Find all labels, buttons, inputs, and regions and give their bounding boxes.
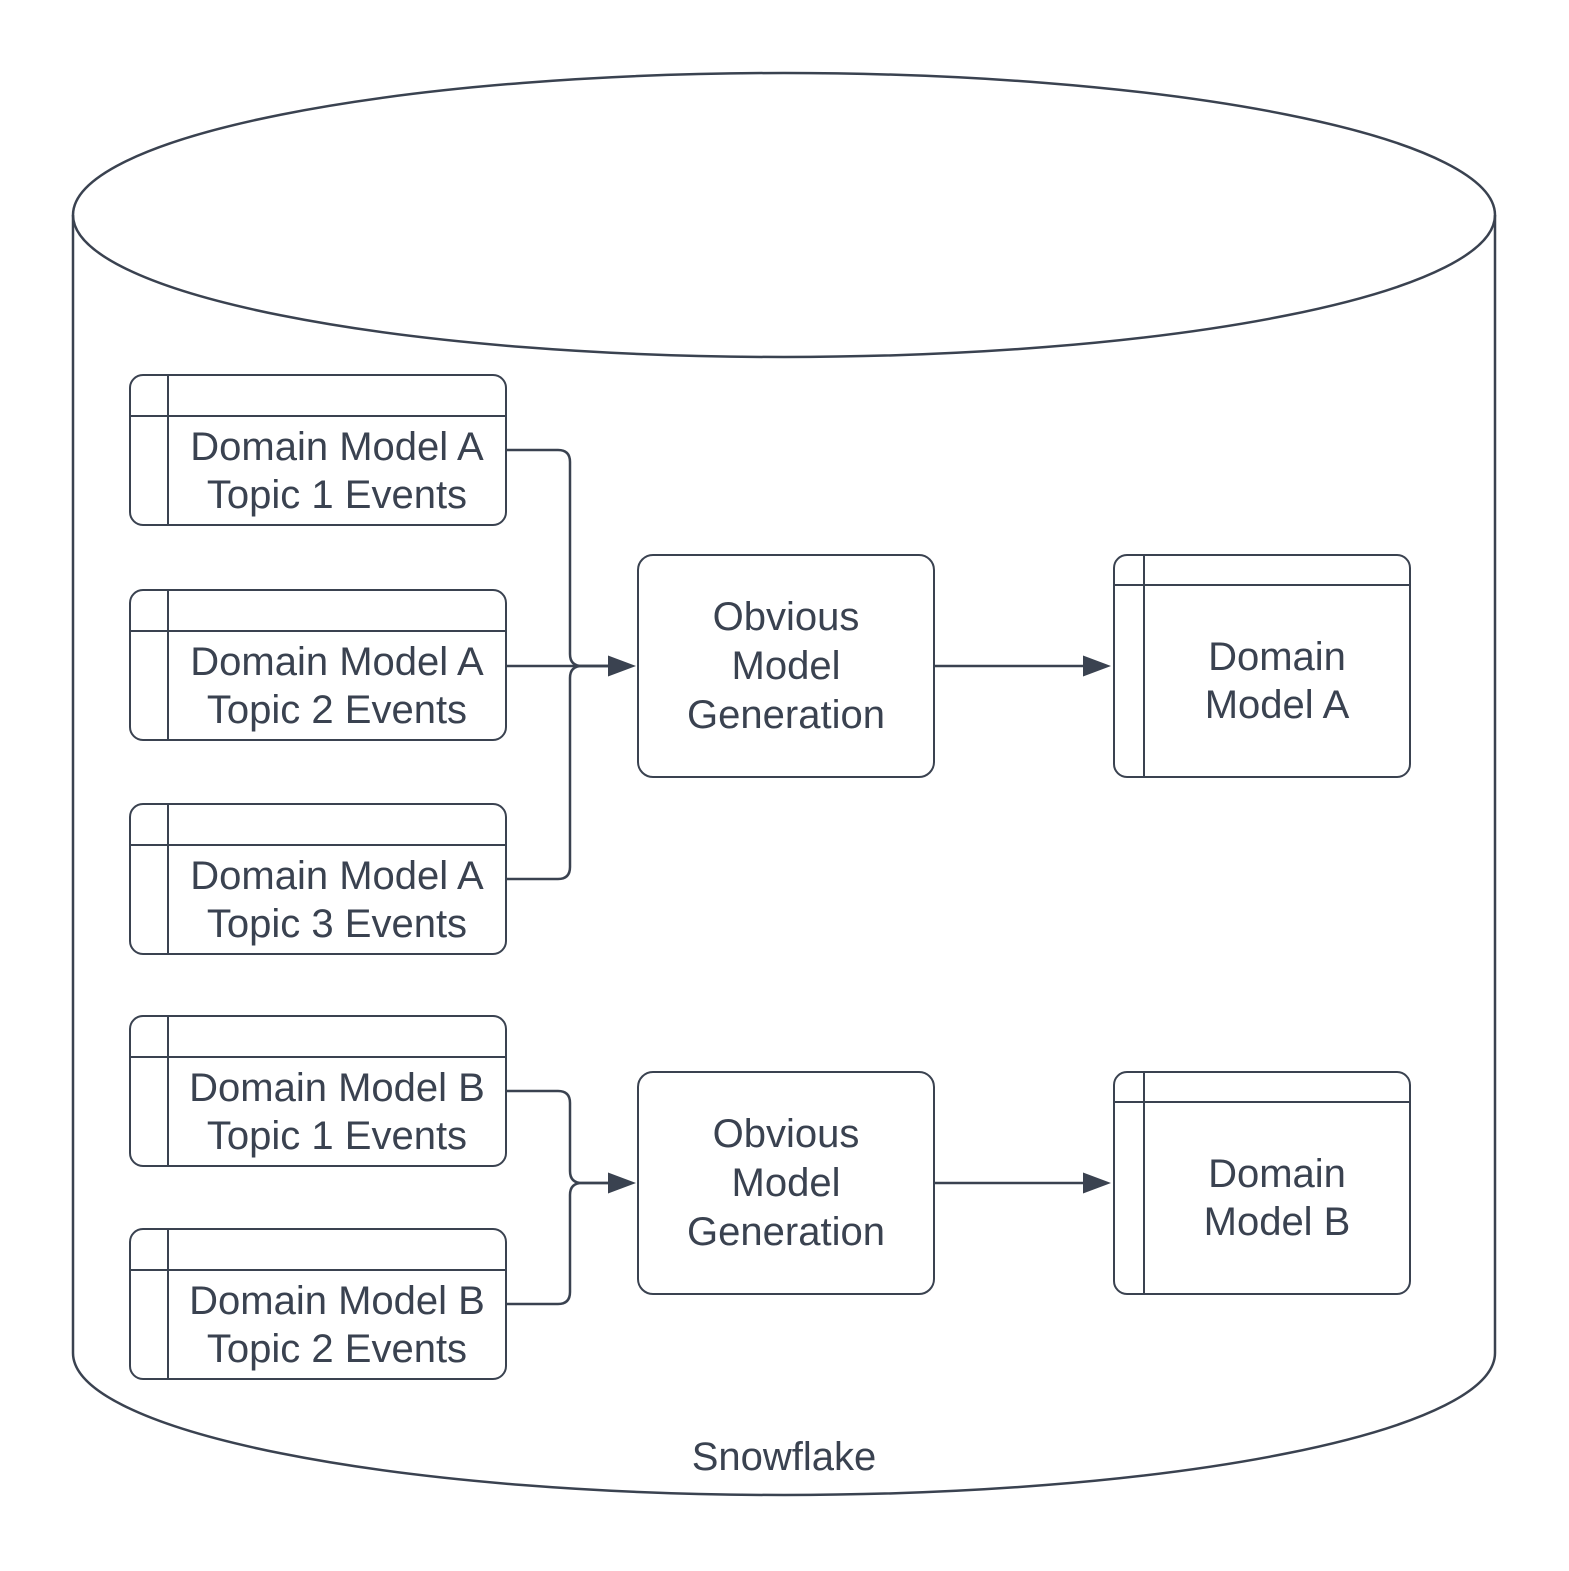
node-domain-model-a: Domain Model A xyxy=(1113,554,1411,778)
node-label-line: Domain Model A xyxy=(190,639,484,684)
cylinder-top-ellipse xyxy=(71,71,1497,359)
table-left-column-divider xyxy=(1143,556,1145,776)
node-label-line: Model A xyxy=(1204,683,1350,727)
table-header-divider xyxy=(131,1056,505,1058)
node-label-line: Domain xyxy=(1208,635,1346,679)
node-label-line: Obvious xyxy=(712,594,860,639)
cylinder-bottom-arc xyxy=(71,1352,1497,1497)
table-header-divider xyxy=(131,415,505,417)
table-left-column-divider xyxy=(1143,1073,1145,1293)
node-label-line: Topic 1 Events xyxy=(206,1113,468,1158)
node-label-line: Domain Model B xyxy=(189,1278,485,1323)
node-label: Domain Model A Topic 1 Events xyxy=(169,417,505,524)
node-label: Domain Model A Topic 3 Events xyxy=(169,846,505,953)
edge-a-into-model-arrowhead-icon xyxy=(1083,655,1111,677)
node-label-line: Topic 3 Events xyxy=(206,901,468,946)
node-label-line: Topic 2 Events xyxy=(206,1326,468,1371)
table-header-divider xyxy=(131,1269,505,1271)
node-label-line: Domain Model A xyxy=(190,424,484,469)
cylinder-label: Snowflake xyxy=(691,1435,877,1479)
edge-a-topic3-to-generation xyxy=(507,664,612,881)
node-label-line: Generation xyxy=(687,692,885,737)
table-header-divider xyxy=(1115,584,1409,586)
node-label-line: Generation xyxy=(687,1209,885,1254)
node-label-line: Topic 2 Events xyxy=(206,687,468,732)
table-left-column-divider xyxy=(167,805,169,953)
node-label-line: Obvious xyxy=(712,1111,860,1156)
node-label: Domain Model B Topic 1 Events xyxy=(169,1058,505,1165)
node-label: Domain Model A Topic 2 Events xyxy=(169,632,505,739)
table-header-divider xyxy=(131,630,505,632)
node-label: Domain Model B xyxy=(1145,1103,1409,1293)
node-label-line: Model xyxy=(731,1160,841,1205)
edge-b-into-model-arrowhead-icon xyxy=(1083,1172,1111,1194)
edge-b-topic2-to-generation xyxy=(507,1181,612,1306)
table-header-divider xyxy=(131,844,505,846)
table-left-column-divider xyxy=(167,1017,169,1165)
node-label: Domain Model A xyxy=(1145,586,1409,776)
edge-b-topic1-to-generation xyxy=(507,1089,612,1185)
table-header-divider xyxy=(1115,1101,1409,1103)
node-domain-model-a-topic-2-events: Domain Model A Topic 2 Events xyxy=(129,589,507,741)
node-label: Domain Model B Topic 2 Events xyxy=(169,1271,505,1378)
node-domain-model-a-topic-3-events: Domain Model A Topic 3 Events xyxy=(129,803,507,955)
node-obvious-model-generation-a: Obvious Model Generation xyxy=(637,554,935,778)
node-label-line: Domain Model B xyxy=(189,1065,485,1110)
node-label-line: Model B xyxy=(1203,1200,1351,1244)
node-domain-model-b: Domain Model B xyxy=(1113,1071,1411,1295)
node-label-line: Domain Model A xyxy=(190,853,484,898)
edge-b-into-generation-arrowhead-icon xyxy=(608,1172,636,1194)
node-obvious-model-generation-b: Obvious Model Generation xyxy=(637,1071,935,1295)
table-left-column-divider xyxy=(167,1230,169,1378)
edge-a-into-generation-arrowhead-icon xyxy=(608,655,636,677)
node-label-line: Model xyxy=(731,643,841,688)
table-left-column-divider xyxy=(167,591,169,739)
node-domain-model-a-topic-1-events: Domain Model A Topic 1 Events xyxy=(129,374,507,526)
node-label-line: Domain xyxy=(1208,1152,1346,1196)
edge-a-topic1-to-generation xyxy=(507,448,612,668)
node-domain-model-b-topic-2-events: Domain Model B Topic 2 Events xyxy=(129,1228,507,1380)
node-label-line: Topic 1 Events xyxy=(206,472,468,517)
node-domain-model-b-topic-1-events: Domain Model B Topic 1 Events xyxy=(129,1015,507,1167)
table-left-column-divider xyxy=(167,376,169,524)
